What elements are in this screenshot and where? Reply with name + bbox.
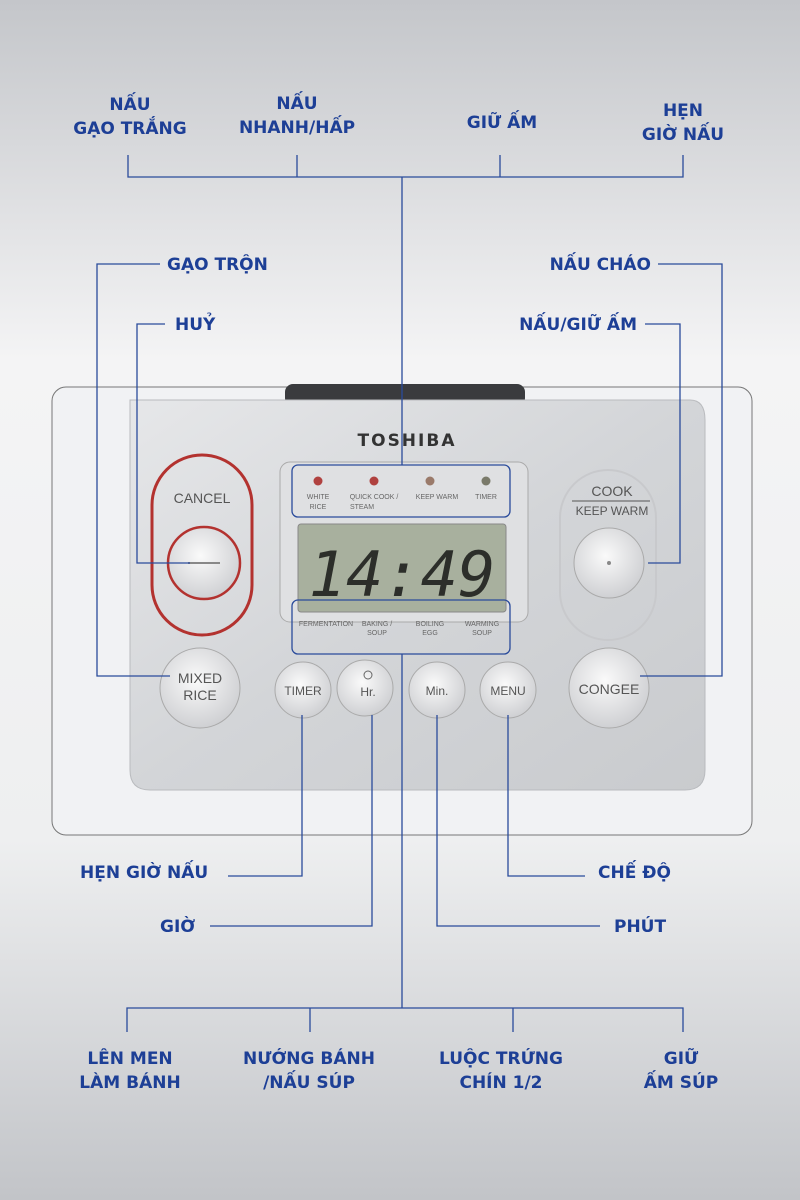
mode-baking: BAKING / bbox=[362, 621, 392, 628]
label-timer-led: GIỜ NẤU bbox=[642, 121, 724, 145]
lcd-time: 14:49 bbox=[309, 538, 496, 611]
lcd-display bbox=[297, 523, 507, 613]
cook-frame bbox=[559, 469, 657, 641]
led-label: STEAM bbox=[350, 504, 374, 511]
control-panel: TOSHIBA WHITE RICE QUICK COOK / STEAM KE… bbox=[51, 384, 753, 836]
mode-boiling: BOILING bbox=[416, 621, 444, 628]
mode-warming-soup: SOUP bbox=[472, 630, 492, 637]
bottom-labels: LÊN MEN LÀM BÁNH NƯỚNG BÁNH /NẤU SÚP LUỘ… bbox=[79, 1046, 718, 1093]
label-minute: PHÚT bbox=[614, 915, 666, 937]
label-boiling-egg: LUỘC TRỨNG bbox=[439, 1047, 563, 1069]
mode-soup: SOUP bbox=[367, 630, 387, 637]
label-cook-keep-warm: NẤU/GIỮ ẤM bbox=[519, 311, 637, 335]
label-quick-cook: NHANH/HẤP bbox=[239, 114, 355, 138]
label-warming-soup: ẤM SÚP bbox=[644, 1069, 719, 1093]
label-white-rice: GẠO TRẮNG bbox=[73, 115, 187, 139]
button-label: MENU bbox=[490, 684, 525, 698]
label-cancel: HUỶ bbox=[175, 312, 216, 335]
led-icon bbox=[425, 476, 435, 486]
callout-lines bbox=[96, 155, 723, 1032]
label-menu: CHẾ ĐỘ bbox=[598, 859, 671, 883]
label-hour: GIỜ bbox=[160, 915, 195, 937]
led-label: WHITE bbox=[307, 494, 330, 501]
hour-button[interactable]: Hr. bbox=[336, 659, 394, 717]
label-fermentation: LÀM BÁNH bbox=[79, 1071, 180, 1093]
led-label: KEEP WARM bbox=[416, 494, 459, 501]
clock-icon bbox=[363, 670, 373, 680]
led-indicator-white-rice: WHITE RICE bbox=[307, 476, 330, 511]
label-quick-cook: NẤU bbox=[276, 90, 317, 114]
button-label: RICE bbox=[183, 687, 216, 703]
button-label: Min. bbox=[426, 684, 449, 698]
label-timer: HẸN GIỜ NẤU bbox=[80, 859, 208, 883]
led-label: TIMER bbox=[475, 494, 497, 501]
mode-warming: WARMING bbox=[465, 621, 499, 628]
cancel-label: CANCEL bbox=[174, 490, 231, 506]
label-fermentation: LÊN MEN bbox=[87, 1047, 172, 1069]
label-mixed-rice: GẠO TRỘN bbox=[167, 253, 268, 275]
cancel-button[interactable] bbox=[166, 525, 242, 601]
timer-button[interactable]: TIMER bbox=[274, 661, 332, 719]
led-label: RICE bbox=[310, 504, 327, 511]
label-congee: NẤU CHÁO bbox=[550, 251, 651, 275]
mixed-rice-button[interactable]: MIXED RICE bbox=[159, 647, 241, 729]
button-label: TIMER bbox=[284, 684, 322, 698]
keep-warm-label: KEEP WARM bbox=[576, 504, 649, 518]
label-keep-warm: GIỮ ẤM bbox=[467, 109, 537, 133]
cook-keep-warm-button[interactable] bbox=[573, 527, 645, 599]
minute-button[interactable]: Min. bbox=[408, 661, 466, 719]
led-label: QUICK COOK / bbox=[350, 494, 399, 501]
brand-logo: TOSHIBA bbox=[358, 431, 457, 451]
button-label: Hr. bbox=[360, 685, 375, 699]
mode-egg: EGG bbox=[422, 630, 438, 637]
dot-icon bbox=[607, 561, 611, 565]
led-icon bbox=[481, 476, 491, 486]
menu-button[interactable]: MENU bbox=[479, 661, 537, 719]
label-boiling-egg: CHÍN 1/2 bbox=[459, 1071, 542, 1093]
label-baking-soup: NƯỚNG BÁNH bbox=[243, 1047, 375, 1069]
led-icon bbox=[313, 476, 323, 486]
cook-label: COOK bbox=[591, 483, 633, 499]
led-indicator-keep-warm: KEEP WARM bbox=[416, 476, 459, 501]
label-timer-led: HẸN bbox=[663, 101, 703, 121]
side-labels: GẠO TRỘN HUỶ NẤU CHÁO NẤU/GIỮ ẤM HẸN GIỜ… bbox=[80, 251, 671, 937]
led-indicator-timer: TIMER bbox=[475, 476, 497, 501]
mode-fermentation: FERMENTATION bbox=[299, 621, 353, 628]
button-label: MIXED bbox=[178, 670, 222, 686]
cancel-frame bbox=[150, 453, 254, 637]
led-indicator-quick-cook: QUICK COOK / STEAM bbox=[350, 476, 399, 511]
congee-button[interactable]: CONGEE bbox=[568, 647, 650, 729]
top-labels: NẤU GẠO TRẮNG NẤU NHANH/HẤP GIỮ ẤM HẸN G… bbox=[73, 90, 724, 145]
button-label: CONGEE bbox=[579, 681, 640, 697]
menu-mode-labels: FERMENTATION BAKING / SOUP BOILING EGG W… bbox=[299, 621, 499, 637]
label-baking-soup: /NẤU SÚP bbox=[263, 1069, 355, 1093]
label-warming-soup: GIỮ bbox=[664, 1046, 699, 1069]
label-white-rice: NẤU bbox=[109, 91, 150, 115]
led-icon bbox=[369, 476, 379, 486]
